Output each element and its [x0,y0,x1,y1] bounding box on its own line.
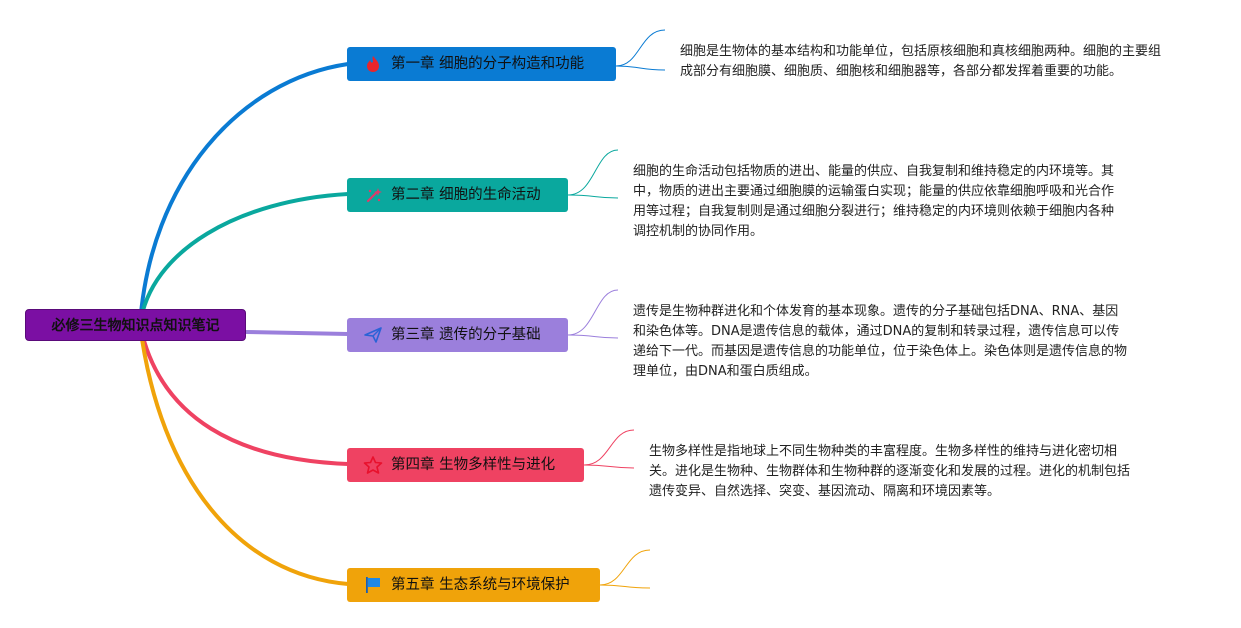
chapter-1-label: 第一章 细胞的分子构造和功能 [391,56,585,72]
note-connector-2 [567,149,619,199]
note-connector-3 [567,289,619,339]
chapter-1-topic[interactable]: 第一章 细胞的分子构造和功能 [347,47,616,81]
chapter-2-topic[interactable]: 第二章 细胞的生命活动 [347,178,568,212]
note-connector-5 [599,549,651,589]
fire-icon [367,56,379,72]
branch-chapter-1 [138,62,349,326]
note-connector-1 [615,29,666,71]
branch-chapter-4 [138,324,349,466]
chapter-3-topic[interactable]: 第三章 遗传的分子基础 [347,318,568,352]
paper-plane-icon [364,327,382,343]
branch-chapter-2 [138,192,349,326]
chapter-3-note: 遗传是生物种群进化和个体发育的基本现象。遗传的分子基础包括DNA、RNA、基因和… [633,304,1128,379]
chapter-4-label: 第四章 生物多样性与进化 [391,457,556,473]
chapter-3-label: 第三章 遗传的分子基础 [391,327,541,343]
chapter-4-topic[interactable]: 第四章 生物多样性与进化 [347,448,584,482]
sparkle-wand-icon [366,188,382,203]
chapter-2-label: 第二章 细胞的生命活动 [391,187,541,203]
chapter-5-topic[interactable]: 第五章 生态系统与环境保护 [347,568,600,602]
chapter-1-note: 细胞是生物体的基本结构和功能单位，包括原核细胞和真核细胞两种。细胞的主要组成部分… [680,44,1162,79]
branch-chapter-3 [245,330,349,336]
chapter-4-note: 生物多样性是指地球上不同生物种类的丰富程度。生物多样性的维持与进化密切相关。进化… [649,444,1131,499]
star-icon [363,456,383,474]
root-topic[interactable]: 必修三生物知识点知识笔记 [25,309,246,341]
chapter-2-note: 细胞的生命活动包括物质的进出、能量的供应、自我复制和维持稳定的内环境等。其中，物… [633,164,1115,239]
note-connector-4 [583,429,635,469]
branch-chapter-5 [138,324,349,586]
flag-icon [366,577,380,593]
chapter-5-label: 第五章 生态系统与环境保护 [391,577,570,593]
